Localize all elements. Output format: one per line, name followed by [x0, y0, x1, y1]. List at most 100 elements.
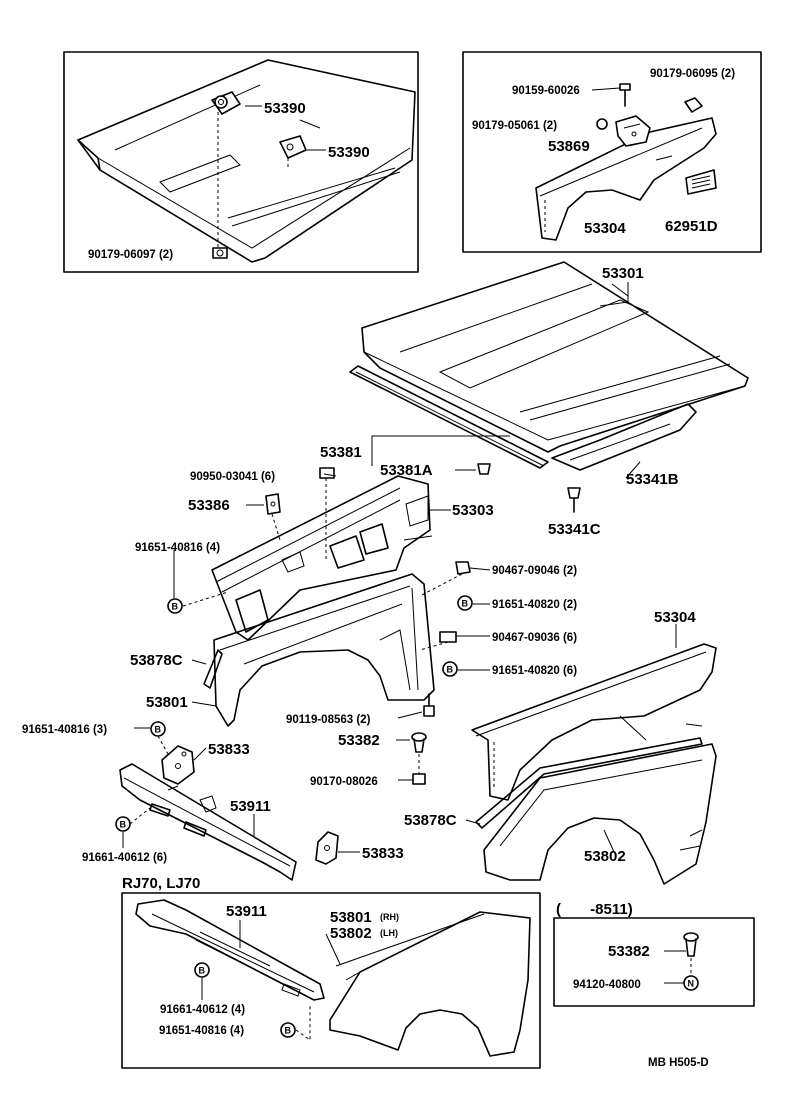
label-53390a: 53390 [264, 100, 306, 117]
label-91661-40612-6: 91661-40612 (6) [82, 852, 167, 864]
label-90170-08026: 90170-08026 [310, 776, 378, 788]
label-91661-40612-4: 91661-40612 (4) [160, 1004, 245, 1016]
clip-53381a-icon [477, 463, 491, 475]
clip-90950-03041-icon [319, 467, 335, 479]
label-53911-inset: 53911 [226, 903, 267, 920]
label-53304: 53304 [654, 609, 696, 626]
svg-text:B: B [172, 602, 179, 612]
label-53381: 53381 [320, 444, 362, 461]
nut-90170-08026-icon [412, 773, 426, 785]
label-lh: (LH) [380, 928, 398, 938]
bolt-marker-91651-40816-3-icon: B [150, 721, 166, 737]
svg-text:B: B [285, 1026, 292, 1036]
label-91651-40820-6: 91651-40820 (6) [492, 665, 577, 677]
bracket-53833b-icon [315, 831, 339, 865]
inset-hood-ornament [63, 51, 419, 273]
bolt-marker-91651-40820-2-icon: B [457, 595, 473, 611]
bolt-marker-91651-40820-6-icon: B [442, 661, 458, 677]
bracket-53386-icon [265, 493, 281, 515]
label-53381a: 53381A [380, 462, 433, 479]
vent-62951d-icon [685, 169, 717, 195]
label-91651-40816-3: 91651-40816 (3) [22, 724, 107, 736]
svg-text:B: B [199, 966, 206, 976]
label-53390b: 53390 [328, 144, 370, 161]
bumper-53382-icon [411, 732, 427, 753]
seal-53381 [349, 365, 549, 469]
label-53833a: 53833 [208, 741, 250, 758]
label-90179-06097: 90179-06097 (2) [88, 249, 173, 261]
label-91651-40816-4: 91651-40816 (4) [135, 542, 220, 554]
label-53833b: 53833 [362, 845, 404, 862]
bracket-53833a-icon [161, 745, 195, 785]
apron-53801 [213, 573, 435, 727]
seal-53878c-left [203, 649, 223, 689]
hood-53301 [361, 261, 749, 453]
svg-text:B: B [447, 665, 454, 675]
label-90159-60026: 90159-60026 [512, 85, 580, 97]
label-diagram-code: MB H505-D [648, 1057, 709, 1069]
label-53341c: 53341C [548, 521, 601, 538]
label-91651-40820-2: 91651-40820 (2) [492, 599, 577, 611]
label-90179-05061: 90179-05061 (2) [472, 120, 557, 132]
label-53801-rh: 53801 [330, 909, 372, 926]
nut-90467-09036-icon [439, 631, 457, 643]
clip-90179-05061-icon [596, 118, 608, 130]
bumper-53382-inset-icon [683, 932, 699, 957]
part-labels: 53390 53390 90179-06097 (2) 90159-60026 … [22, 68, 735, 1069]
bumper-53341c-icon [567, 487, 581, 513]
label-53878c-left: 53878C [130, 652, 183, 669]
label-53801: 53801 [146, 694, 188, 711]
label-53802: 53802 [584, 848, 626, 865]
bolt-marker-91651-40816-icon: B [167, 598, 183, 614]
nut-90179-06095-icon [684, 97, 703, 113]
label-53303: 53303 [452, 502, 494, 519]
label-94120-40800: 94120-40800 [573, 979, 641, 991]
seal-53878c-right [475, 737, 703, 829]
bolt-90119-08563-icon [423, 693, 435, 717]
leader-lines [122, 282, 686, 1000]
label-53386: 53386 [188, 497, 230, 514]
label-62951d: 62951D [665, 218, 718, 235]
label-53304-inset: 53304 [584, 220, 626, 237]
label-range-8511: ( -8511) [556, 901, 633, 918]
label-53869: 53869 [548, 138, 590, 155]
inset-fender-parts [462, 51, 762, 253]
ornament-53390b-icon [279, 135, 307, 159]
label-90119-08563: 90119-08563 (2) [286, 714, 371, 726]
label-90950-03041: 90950-03041 (6) [190, 471, 275, 483]
panel-53341b [551, 403, 697, 471]
inset-8511: N [553, 917, 755, 1007]
label-53382: 53382 [338, 732, 380, 749]
nut-90179-06097-icon [212, 247, 228, 259]
nut-90467-09046-icon [455, 561, 471, 575]
label-53341b: 53341B [626, 471, 679, 488]
label-90467-09046: 90467-09046 (2) [492, 565, 577, 577]
label-53301: 53301 [602, 265, 644, 282]
bolt-marker-91651-40816-4b-icon: B [280, 1022, 296, 1038]
svg-text:B: B [155, 725, 162, 735]
label-53878c-right: 53878C [404, 812, 457, 829]
fender-53802 [483, 743, 717, 885]
nut-marker-94120-40800-icon: N [683, 975, 699, 991]
ornament-53390a-icon [211, 91, 241, 115]
svg-text:N: N [688, 979, 695, 989]
svg-text:B: B [462, 599, 469, 609]
label-53802-lh: 53802 [330, 925, 372, 942]
label-rh: (RH) [380, 912, 399, 922]
bolt-marker-91661-40612-6-icon: B [115, 816, 131, 832]
cowl-53303 [211, 475, 433, 641]
label-91651-40816-4b: 91651-40816 (4) [159, 1025, 244, 1037]
support-53911 [119, 763, 297, 881]
svg-text:B: B [120, 820, 127, 830]
inset-rj70-lj70: B B [121, 892, 541, 1069]
label-53382-inset: 53382 [608, 943, 650, 960]
label-rj70-lj70: RJ70, LJ70 [122, 875, 200, 892]
label-90179-06095: 90179-06095 (2) [650, 68, 735, 80]
screw-90159-60026-icon [619, 83, 631, 107]
bracket-53869-icon [615, 115, 651, 147]
label-90467-09036: 90467-09036 (6) [492, 632, 577, 644]
fender-53304 [471, 643, 717, 801]
bolt-marker-91661-40612-4-icon: B [194, 962, 210, 978]
label-53911: 53911 [230, 798, 271, 815]
